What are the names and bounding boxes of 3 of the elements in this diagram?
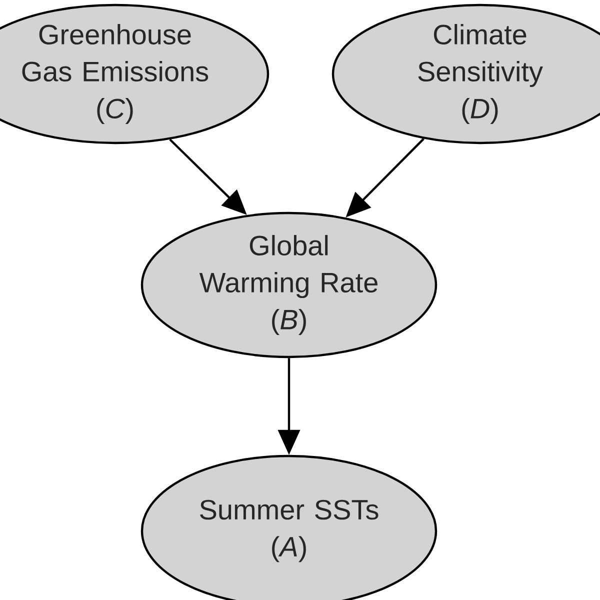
ellipse-node: Climate Sensitivity (D): [332, 4, 600, 144]
ellipse-node: Summer SSTs (A): [140, 454, 438, 600]
ellipse-node: Global Warming Rate (B): [140, 212, 438, 358]
